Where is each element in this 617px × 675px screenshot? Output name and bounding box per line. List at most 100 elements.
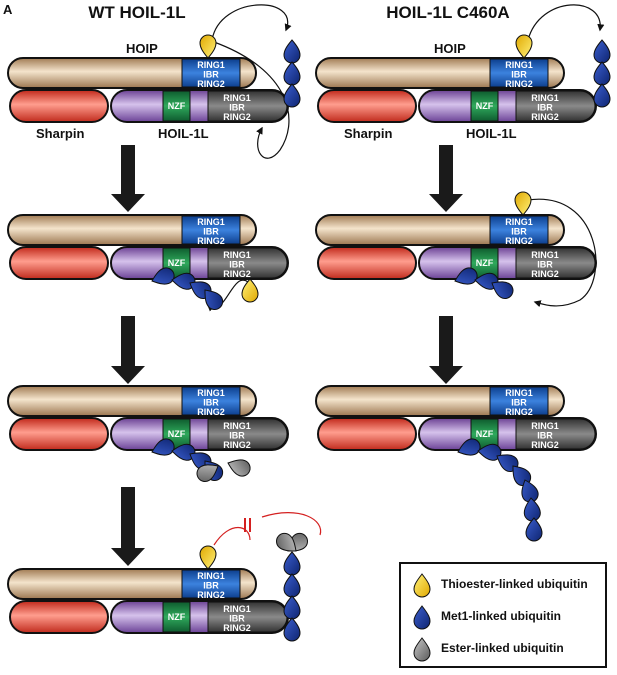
wt-inhibition-line bbox=[213, 527, 251, 546]
hoil-rbr-domain-label-ring1: RING1 bbox=[531, 421, 559, 431]
nzf-domain-label: NZF bbox=[168, 258, 186, 268]
wt-met1-ubiquitin-chain-3 bbox=[283, 83, 301, 108]
hoip-label: HOIP bbox=[126, 41, 158, 56]
hoil-rbr-domain-label-ring1: RING1 bbox=[223, 93, 251, 103]
mutant-met1-ubiquitin-2 bbox=[593, 61, 611, 86]
hoil-label: HOIL-1L bbox=[158, 126, 209, 141]
wt-row4-chain-ub-3 bbox=[283, 595, 301, 620]
hoil-rbr-domain-label-ibr: IBR bbox=[229, 614, 245, 624]
hoil-rbr-domain-label-ring2: RING2 bbox=[223, 269, 251, 279]
hoil-rbr-domain-label-ring1: RING1 bbox=[223, 250, 251, 260]
ester-ubiquitin-icon bbox=[413, 637, 431, 662]
hoil-rbr-domain-label-ibr: IBR bbox=[537, 103, 553, 113]
legend-item-ester: Ester-linked ubiquitin bbox=[401, 634, 605, 664]
mutant-row2-chain-ub-1 bbox=[454, 267, 478, 285]
hoip-rbr-domain bbox=[489, 58, 549, 88]
hoip-rbr-domain-label-ring1: RING1 bbox=[505, 388, 533, 398]
hoip-rbr-domain-label-ring2: RING2 bbox=[505, 236, 533, 246]
hoip-rbr-domain-label-ibr: IBR bbox=[203, 581, 219, 591]
hoip-rbr-domain bbox=[181, 58, 241, 88]
wt-met1-ubiquitin-chain-2 bbox=[283, 61, 301, 86]
hoil-rbr-domain-label-ring2: RING2 bbox=[223, 440, 251, 450]
hoip-rbr-domain-label-ring1: RING1 bbox=[505, 60, 533, 70]
sharpin-bar bbox=[9, 246, 109, 280]
hoil-rbr-domain bbox=[515, 247, 596, 279]
nzf-domain-label: NZF bbox=[476, 258, 494, 268]
mutant-step-arrow-2 bbox=[429, 316, 463, 384]
sharpin-bar bbox=[317, 417, 417, 451]
wt-nzf-chain-ub-1 bbox=[151, 267, 175, 285]
wt-inhibition-bar bbox=[244, 518, 251, 532]
wt-row4-chain-ub-4 bbox=[283, 617, 301, 642]
hoip-rbr-domain bbox=[489, 215, 549, 245]
wt-row4-chain-ub-2 bbox=[283, 573, 301, 598]
sharpin-label: Sharpin bbox=[36, 126, 84, 141]
hoil-rbr-domain-label-ring2: RING2 bbox=[223, 623, 251, 633]
hoil-rbr-domain-label-ibr: IBR bbox=[537, 431, 553, 441]
nzf-domain-label: NZF bbox=[476, 429, 494, 439]
wt-loading-arrow-1 bbox=[213, 41, 290, 159]
wt-thioester-ubiquitin-4 bbox=[199, 545, 217, 570]
hoip-rbr-domain-label-ring2: RING2 bbox=[197, 79, 225, 89]
nzf-domain-label: NZF bbox=[168, 612, 186, 622]
hoil-rbr-domain-label-ring1: RING1 bbox=[531, 93, 559, 103]
wt-met1-ubiquitin-chain-1 bbox=[283, 39, 301, 64]
hoip-rbr-domain-label-ibr: IBR bbox=[203, 70, 219, 80]
nzf-domain-label: NZF bbox=[476, 101, 494, 111]
hoil-rbr-domain-label-ibr: IBR bbox=[229, 431, 245, 441]
mutant-thioester-ubiquitin-1 bbox=[515, 34, 533, 59]
legend-label-ester: Ester-linked ubiquitin bbox=[441, 641, 564, 655]
hoip-rbr-domain bbox=[181, 569, 241, 599]
hoip-rbr-domain-label-ibr: IBR bbox=[511, 227, 527, 237]
legend: Thioester-linked ubiquitin Met1-linked u… bbox=[399, 562, 607, 668]
wt-complex-1: RING1IBRRING2NZFRING1IBRRING2HOIPSharpin… bbox=[7, 41, 289, 141]
wt-nzf-chain-ub-4 bbox=[204, 289, 224, 310]
hoip-rbr-domain-label-ring1: RING1 bbox=[197, 571, 225, 581]
hoip-rbr-domain bbox=[489, 386, 549, 416]
hoil-rbr-domain bbox=[515, 90, 596, 122]
wt-thioester-ubiquitin-1 bbox=[199, 34, 217, 59]
sharpin-bar bbox=[9, 89, 109, 123]
hoip-rbr-domain-label-ring2: RING2 bbox=[197, 590, 225, 600]
nzf-domain bbox=[470, 90, 499, 122]
hoip-rbr-domain-label-ring1: RING1 bbox=[505, 217, 533, 227]
mutant-transfer-arrow-1 bbox=[527, 4, 605, 41]
nzf-domain-label: NZF bbox=[168, 429, 186, 439]
wt-row4-ester-ub-2 bbox=[276, 532, 297, 552]
nzf-domain bbox=[162, 601, 191, 633]
met1-ubiquitin-icon bbox=[413, 605, 431, 630]
hoip-rbr-domain-label-ring2: RING2 bbox=[505, 79, 533, 89]
legend-label-thioester: Thioester-linked ubiquitin bbox=[441, 577, 588, 591]
wt-transfer-arrow-1 bbox=[211, 4, 292, 41]
hoil-rbr-domain-label-ring1: RING1 bbox=[223, 421, 251, 431]
mutant-met1-ubiquitin-3 bbox=[593, 83, 611, 108]
hoil-rbr-domain-label-ring2: RING2 bbox=[531, 112, 559, 122]
nzf-domain-label: NZF bbox=[168, 101, 186, 111]
hoil-rbr-domain bbox=[207, 418, 288, 450]
hoil-label: HOIL-1L bbox=[466, 126, 517, 141]
wt-row4-chain-ub-1 bbox=[283, 551, 301, 576]
panel-letter: A bbox=[3, 2, 13, 17]
hoip-rbr-domain-label-ibr: IBR bbox=[511, 70, 527, 80]
hoil-rbr-domain-label-ring2: RING2 bbox=[531, 440, 559, 450]
sharpin-bar bbox=[9, 417, 109, 451]
hoil-rbr-domain bbox=[515, 418, 596, 450]
wt-ester-ubiquitin-1 bbox=[196, 464, 219, 482]
hoip-rbr-domain bbox=[181, 386, 241, 416]
mutant-step-arrow-1 bbox=[429, 145, 463, 212]
legend-item-thioester: Thioester-linked ubiquitin bbox=[401, 570, 605, 600]
wt-column-title: WT HOIL-1L bbox=[88, 3, 185, 22]
ubiquitins-layer bbox=[151, 34, 611, 642]
sharpin-label: Sharpin bbox=[344, 126, 392, 141]
hoip-rbr-domain-label-ring2: RING2 bbox=[197, 236, 225, 246]
mutant-met1-ubiquitin-1 bbox=[593, 39, 611, 64]
mutant-row2-chain-ub-3 bbox=[491, 281, 514, 299]
hoil-rbr-domain-label-ring2: RING2 bbox=[531, 269, 559, 279]
connectors-layer bbox=[111, 4, 605, 566]
hoil-rbr-domain-label-ibr: IBR bbox=[537, 260, 553, 270]
